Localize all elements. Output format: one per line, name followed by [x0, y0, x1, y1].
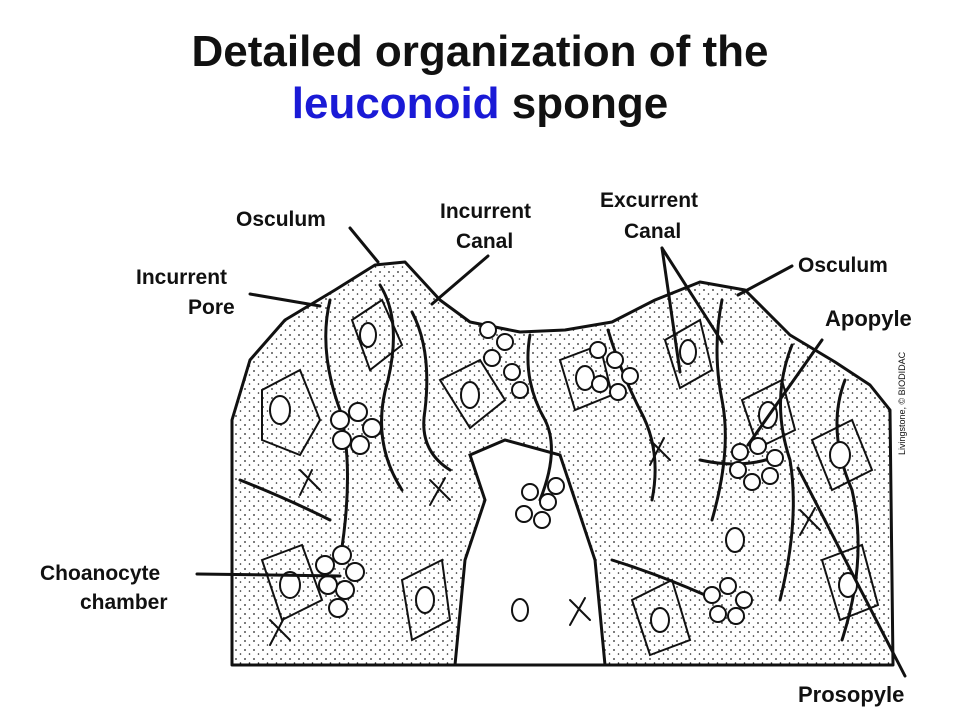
osculum-right-label: Osculum	[798, 254, 888, 277]
choanocyte-chamber	[589, 341, 639, 401]
choanocyte-chamber	[315, 545, 365, 618]
choanocyte-chamber	[729, 437, 784, 491]
osculum-left-label: Osculum	[236, 208, 326, 231]
prosopyle-label: Prosopyle	[798, 682, 904, 707]
excurrent-canal-label: Excurrent	[600, 189, 698, 212]
excurrent-canal-label: Canal	[624, 220, 681, 243]
excurrent-canal-leader	[660, 246, 724, 344]
title-rest: sponge	[499, 79, 669, 128]
prosopyle-leader	[796, 466, 907, 678]
incurrent-pore-label: Pore	[188, 296, 235, 319]
choanocyte-chamber-label: chamber	[80, 591, 168, 614]
choanocyte-chamber	[479, 321, 529, 399]
choanocyte-chamber	[703, 577, 753, 625]
title-highlight: leuconoid	[291, 79, 500, 128]
sponge-body	[230, 260, 895, 667]
title-line-1: Detailed organization of the	[191, 27, 769, 76]
choanocyte-chamber-leader	[195, 572, 342, 578]
apopyle-label: Apopyle	[825, 306, 912, 331]
choanocyte-chamber	[515, 477, 565, 529]
incurrent-canal-leader	[430, 254, 490, 306]
choanocyte-chamber-label: Choanocyte	[40, 562, 160, 585]
incurrent-pore-leader	[248, 292, 322, 308]
osculum-left-leader	[348, 226, 380, 264]
apopyle-leader	[746, 338, 824, 447]
slide-title: Detailed organization of the leuconoid s…	[0, 26, 960, 130]
incurrent-pore-label: Incurrent	[136, 266, 227, 289]
choanocyte-chamber	[330, 402, 382, 455]
incurrent-canal-label: Incurrent	[440, 200, 531, 223]
incurrent-canal-label: Canal	[456, 230, 513, 253]
osculum-right-leader	[736, 264, 794, 297]
image-credit: Livingstone, © BIODIDAC	[897, 351, 907, 455]
excurrent-canal-leader	[660, 246, 682, 374]
